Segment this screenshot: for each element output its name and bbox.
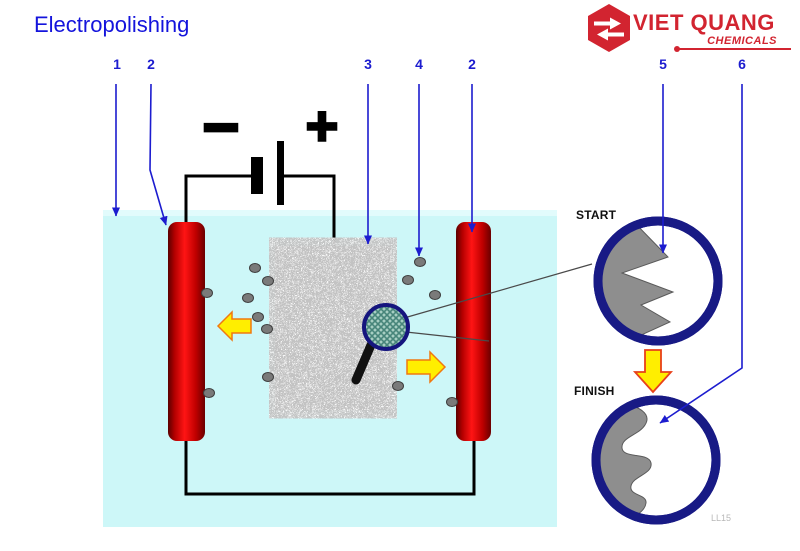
- page-title: Electropolishing: [34, 12, 190, 37]
- start-label: START: [576, 208, 617, 222]
- brand-sub: CHEMICALS: [707, 35, 777, 47]
- magnifier-icon: [351, 303, 410, 385]
- particle-dot: [242, 293, 254, 303]
- zoom-callout-line-upper: [403, 263, 593, 319]
- particle-dot: [203, 388, 215, 398]
- zoom-callout-line-lower: [405, 331, 490, 342]
- battery-negative-symbol: −: [201, 90, 241, 165]
- callout-lines: [112, 83, 743, 424]
- particle-dot: [262, 276, 274, 286]
- callout-label-2-left: 2: [147, 56, 155, 72]
- finish-label: FINISH: [574, 384, 615, 398]
- electrode-left: [168, 222, 205, 441]
- yellow-arrow-down-icon: [632, 349, 674, 394]
- wire-bottom: [184, 436, 476, 496]
- callout-line-6: [659, 84, 743, 424]
- particle-dot: [414, 257, 426, 267]
- wire-positive: [284, 174, 336, 250]
- callout-line-2-left: [149, 83, 168, 226]
- callout-label-3: 3: [364, 56, 372, 72]
- battery-plate-negative: [251, 157, 263, 194]
- particle-dot: [252, 312, 264, 322]
- battery-plate-positive: [277, 141, 284, 205]
- electrolyte-surface: [103, 210, 557, 216]
- start-circle: [593, 216, 723, 346]
- particle-dot: [446, 397, 458, 407]
- finish-circle: [591, 395, 721, 525]
- battery-positive-symbol: +: [304, 92, 339, 158]
- callout-label-6: 6: [738, 56, 746, 72]
- watermark: LL15: [711, 513, 732, 523]
- particle-dot: [249, 263, 261, 273]
- wire-negative: [184, 174, 252, 226]
- brand-name: VIET QUANG: [633, 10, 775, 35]
- particle-dot: [402, 275, 414, 285]
- logo-underline: [674, 46, 791, 52]
- callout-label-5: 5: [659, 56, 667, 72]
- smooth-surface-shape: [600, 404, 652, 516]
- callout-label-4: 4: [415, 56, 423, 72]
- callout-label-2-right: 2: [468, 56, 476, 72]
- yellow-arrow-left-icon: [216, 310, 252, 342]
- particle-dot: [261, 324, 273, 334]
- particle-dot: [429, 290, 441, 300]
- yellow-arrow-right-icon: [406, 350, 447, 384]
- logo-hexagon-icon: [588, 4, 630, 52]
- particle-dot: [201, 288, 213, 298]
- particle-dots: [201, 257, 458, 407]
- particle-dot: [262, 372, 274, 382]
- electrode-right: [456, 222, 491, 441]
- particle-dot: [392, 381, 404, 391]
- callout-label-1: 1: [113, 56, 121, 72]
- rough-surface-shape: [602, 225, 675, 337]
